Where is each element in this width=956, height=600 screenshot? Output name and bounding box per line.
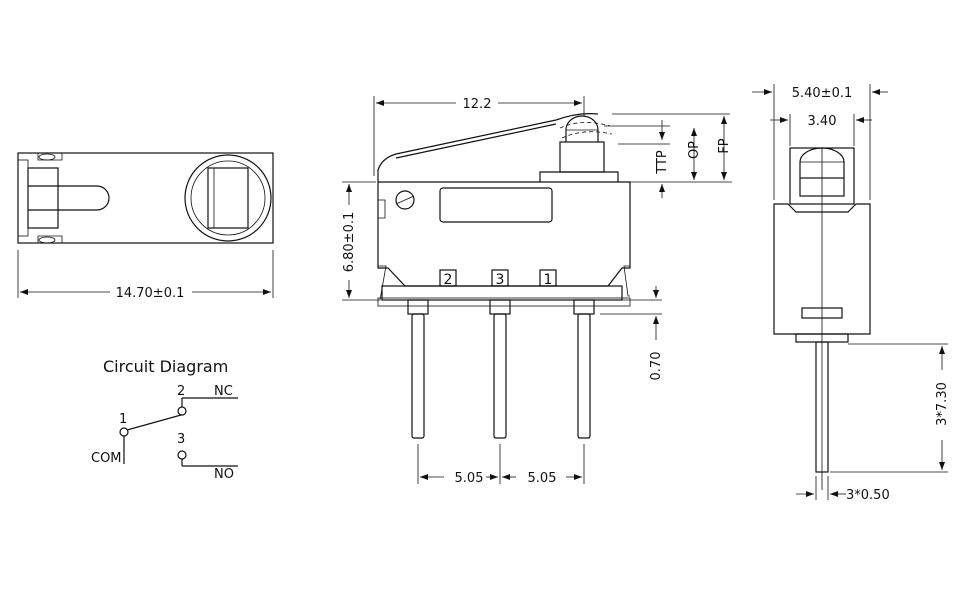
circuit-pin-1: 1 bbox=[119, 412, 127, 427]
pin-2 bbox=[411, 313, 425, 439]
roller bbox=[565, 115, 599, 142]
op-label: OP bbox=[687, 141, 702, 159]
contact-2-terminal bbox=[177, 406, 187, 416]
side-view: 5.40±0.1 3.40 3*7.30 3*0.50 bbox=[752, 84, 950, 503]
lever-length-dimension: 12.2 bbox=[463, 97, 492, 112]
terminal-label-3: 3 bbox=[496, 272, 505, 288]
top-view-lever-slot bbox=[28, 185, 110, 211]
circuit-no-label: NO bbox=[214, 467, 234, 482]
ttp-label: TTP bbox=[655, 150, 670, 175]
pin-thickness-dimension: 3*0.50 bbox=[846, 488, 890, 503]
side-view-slot bbox=[801, 307, 843, 319]
pin-1 bbox=[577, 313, 591, 439]
plunger bbox=[559, 141, 605, 173]
circuit-pin-2: 2 bbox=[177, 384, 185, 399]
switch-blade bbox=[126, 414, 182, 431]
circuit-title: Circuit Diagram bbox=[103, 357, 228, 376]
pin-offset-dimension: 0.70 bbox=[649, 352, 664, 381]
plunger-width-dimension: 3.40 bbox=[808, 114, 837, 129]
pitch-right-dimension: 5.05 bbox=[528, 471, 557, 486]
terminal-label-1: 1 bbox=[544, 272, 553, 288]
top-view: 14.70±0.1 bbox=[17, 152, 274, 301]
circuit-diagram: Circuit Diagram 2 NC 3 NO 1 COM bbox=[91, 357, 238, 482]
contact-1-common bbox=[119, 427, 129, 437]
side-view-pin bbox=[815, 341, 829, 473]
contact-3-terminal bbox=[177, 450, 187, 460]
top-width-dimension: 14.70±0.1 bbox=[116, 286, 185, 301]
pin-3 bbox=[493, 313, 507, 439]
pin-length-dimension: 3*7.30 bbox=[935, 382, 950, 426]
pitch-left-dimension: 5.05 bbox=[455, 471, 484, 486]
circuit-pin-3: 3 bbox=[177, 432, 185, 447]
mounting-hole bbox=[395, 190, 415, 210]
terminal-label-2: 2 bbox=[444, 272, 453, 288]
top-view-roller bbox=[207, 167, 249, 229]
lever bbox=[377, 113, 599, 182]
circuit-com-label: COM bbox=[91, 451, 122, 466]
front-view-window bbox=[439, 187, 553, 223]
body-height-dimension: 6.80±0.1 bbox=[342, 212, 357, 273]
top-view-roller-outer bbox=[184, 154, 272, 242]
front-view: 2 3 1 12.2 6.80±0.1 TTP OP FP bbox=[342, 96, 732, 486]
side-width-dimension: 5.40±0.1 bbox=[792, 86, 853, 101]
circuit-nc-label: NC bbox=[214, 384, 233, 399]
fp-label: FP bbox=[717, 138, 732, 153]
